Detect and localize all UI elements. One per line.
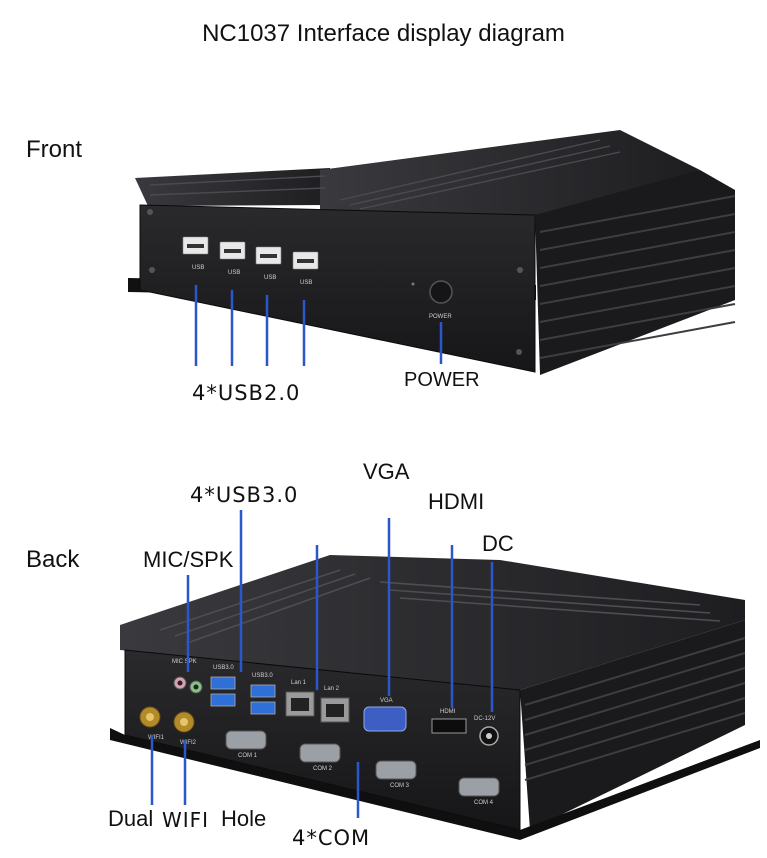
back-hdmi-text: HDMI [440,709,456,715]
callout-back-com: 4*COM [292,826,371,850]
back-usb3-text-1: USB3.0 [213,665,234,671]
callout-back-mic-spk: MIC/SPK [143,547,234,572]
callout-back-wifi-hole: Hole [221,806,267,831]
wifi-antenna-1 [139,706,161,728]
back-usb3-port-4 [250,701,276,715]
back-lan2-text: Lan 2 [324,686,340,692]
com-port-2 [299,743,341,763]
back-leader-lines [150,510,494,818]
callout-back-usb3: 4*USB3.0 [190,483,299,507]
back-com2-text: COM 2 [313,766,333,772]
back-usb3-port-1 [210,676,236,690]
back-usb3-port-3 [250,684,276,698]
front-usb-text-4: USB [300,280,312,286]
callout-back-vga: VGA [363,459,410,484]
front-power-text: POWER [429,314,452,320]
front-device: USB USB USB USB POWER [128,130,736,375]
com-port-4 [458,777,500,797]
back-mic-spk-text: MIC SPK [172,659,197,665]
front-view-label: Front [26,136,83,163]
back-com3-text: COM 3 [390,783,410,789]
callout-front-usb: 4*USB2.0 [192,381,301,405]
vga-port [363,706,407,732]
front-leader-lines [194,285,443,366]
power-button [429,280,453,304]
back-lan1-text: Lan 1 [291,680,307,686]
callout-back-wifi-dual: Dual [108,806,154,831]
lan-port-1 [285,691,315,717]
back-com4-text: COM 4 [474,800,494,806]
com-port-1 [225,730,267,750]
front-usb-text-3: USB [264,275,276,281]
back-dc-text: DC-12V [474,716,495,722]
front-usb-text-1: USB [192,265,204,271]
front-usb-text-2: USB [228,270,240,276]
wifi-antenna-2 [173,711,195,733]
callout-back-wifi-mid: WIFI [162,808,210,832]
hdmi-port [431,718,467,734]
back-device: MIC SPK USB3.0 USB3.0 Lan 1 Lan 2 VGA HD [110,555,760,840]
diagram-title: NC1037 Interface display diagram [202,20,565,47]
callout-back-hdmi: HDMI [428,489,485,514]
back-com1-text: COM 1 [238,753,258,759]
back-wifi1-text: WIFI1 [148,735,165,741]
back-wifi2-text: WIFI2 [180,740,197,746]
callout-front-power: POWER [404,369,480,391]
back-usb3-port-2 [210,693,236,707]
back-view-label: Back [26,546,80,573]
com-port-3 [375,760,417,780]
back-vga-text: VGA [380,698,393,704]
callout-back-dc: DC [482,531,514,556]
back-usb3-text-2: USB3.0 [252,673,273,679]
